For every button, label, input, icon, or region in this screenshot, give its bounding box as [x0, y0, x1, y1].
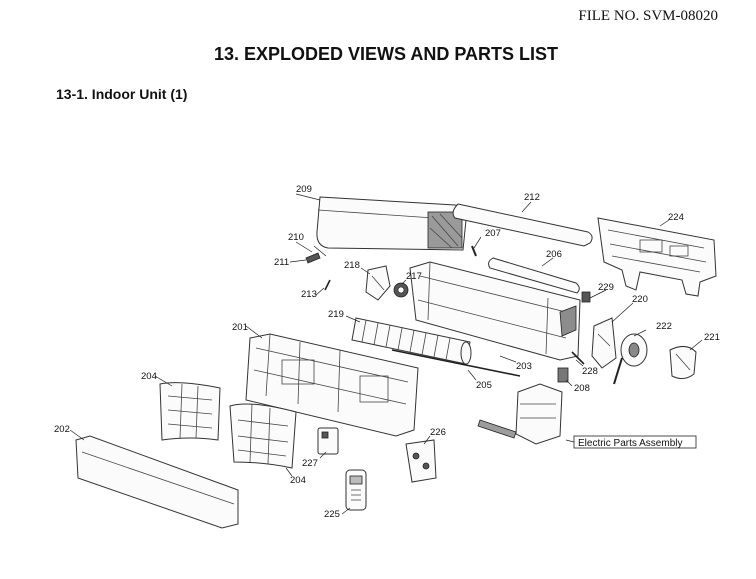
leader-lines [69, 193, 703, 515]
callout-229: 229 [598, 282, 614, 293]
callout-218: 218 [344, 260, 360, 271]
subsection-title: 13-1. Indoor Unit (1) [56, 86, 188, 102]
part-221-motor-cover [669, 346, 697, 380]
callout-225: 225 [324, 509, 340, 520]
callout-217: 217 [406, 271, 422, 282]
part-207 [471, 245, 477, 257]
callout-209: 209 [296, 184, 312, 195]
part-218-bracket [365, 265, 391, 301]
callout-204-left: 204 [141, 371, 157, 382]
callout-204-right: 204 [290, 475, 306, 486]
callout-labels: 209 212 210 211 207 206 224 218 217 213 … [54, 184, 720, 520]
part-202-front-panel [75, 435, 239, 529]
part-227-cover [317, 427, 339, 455]
callout-220: 220 [632, 294, 648, 305]
part-226-bracket [405, 439, 437, 483]
section-title: 13. EXPLODED VIEWS AND PARTS LIST [213, 44, 559, 64]
callout-207: 207 [485, 228, 501, 239]
callout-208: 208 [574, 383, 590, 394]
part-212-pipe [452, 203, 593, 247]
part-220-motor-bracket [591, 317, 617, 369]
callout-224: 224 [668, 212, 684, 223]
callout-205: 205 [476, 380, 492, 391]
part-217-bearing [393, 282, 409, 298]
part-208-228-small-parts [557, 351, 585, 383]
part-205-rod [391, 349, 521, 377]
part-219-crossflow-fan [351, 317, 472, 365]
part-229-clip [581, 291, 591, 303]
callout-219: 219 [328, 309, 344, 320]
callout-202: 202 [54, 424, 70, 435]
part-209-top-cover [316, 196, 467, 251]
file-number: FILE NO. SVM-08020 [578, 8, 718, 24]
callout-201: 201 [232, 322, 248, 333]
callout-213: 213 [301, 289, 317, 300]
part-225-remote-control [345, 469, 367, 511]
electric-parts-assembly [477, 383, 563, 445]
callout-222: 222 [656, 321, 672, 332]
callout-227: 227 [302, 458, 318, 469]
callout-203: 203 [516, 361, 532, 372]
part-213 [324, 279, 331, 291]
part-204-filter-right [229, 403, 297, 469]
callout-228: 228 [582, 366, 598, 377]
callout-210: 210 [288, 232, 304, 243]
part-203-chassis [409, 261, 581, 361]
assembly-label-text: Electric Parts Assembly [578, 438, 682, 449]
part-210-211-fittings [305, 245, 327, 264]
part-224-mounting-plate [597, 217, 717, 297]
callout-221: 221 [704, 332, 720, 343]
callout-211: 211 [274, 257, 289, 268]
part-204-filter-left [159, 382, 221, 441]
callout-212: 212 [524, 192, 540, 203]
part-206-pipe [488, 257, 580, 294]
callout-226: 226 [430, 427, 446, 438]
callout-206: 206 [546, 249, 562, 260]
electric-parts-assembly-label: Electric Parts Assembly [573, 435, 697, 449]
part-222-fan-motor [613, 333, 648, 385]
part-201-front-frame [245, 333, 419, 437]
